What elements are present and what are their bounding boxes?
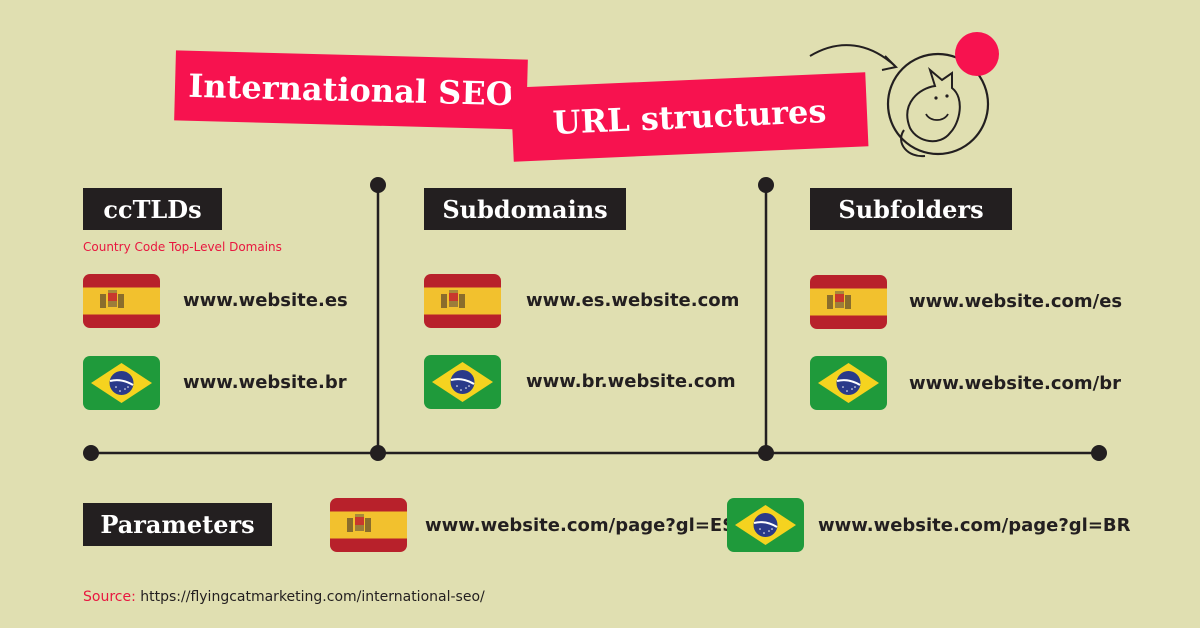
brazil-flag-icon [83,356,160,410]
brazil-flag-icon [727,498,804,552]
cctld-spain-url: www.website.es [183,290,348,311]
source-line: Source: https://flyingcatmarketing.com/i… [83,589,485,605]
subfolders-label: Subfolders [810,188,1012,230]
subfolders-label-text: Subfolders [838,194,984,224]
spain-flag-icon [330,498,407,552]
parameters-label-text: Parameters [100,510,255,539]
brazil-flag-icon [424,355,501,409]
source-link[interactable]: https://flyingcatmarketing.com/internati… [140,589,485,605]
cctlds-label: ccTLDs [83,188,222,230]
subdomains-label-text: Subdomains [442,194,608,224]
subdomain-spain-url: www.es.website.com [526,290,740,311]
spain-flag-icon [424,274,501,328]
parameter-brazil-url: www.website.com/page?gl=BR [818,515,1131,536]
cctlds-subtitle: Country Code Top-Level Domains [83,240,282,254]
subdomains-label: Subdomains [424,188,626,230]
spain-flag-icon [83,274,160,328]
brazil-flag-icon [810,356,887,410]
subfolder-brazil-url: www.website.com/br [909,373,1121,394]
cctld-brazil-url: www.website.br [183,372,347,393]
cctlds-label-text: ccTLDs [103,194,202,224]
source-label: Source: [83,589,136,605]
subfolder-spain-url: www.website.com/es [909,291,1123,312]
subdomain-brazil-url: www.br.website.com [526,371,736,392]
spain-flag-icon [810,275,887,329]
parameter-spain-url: www.website.com/page?gl=ES [425,515,736,536]
cat-illustration-icon [809,32,999,158]
parameters-label: Parameters [83,503,272,546]
